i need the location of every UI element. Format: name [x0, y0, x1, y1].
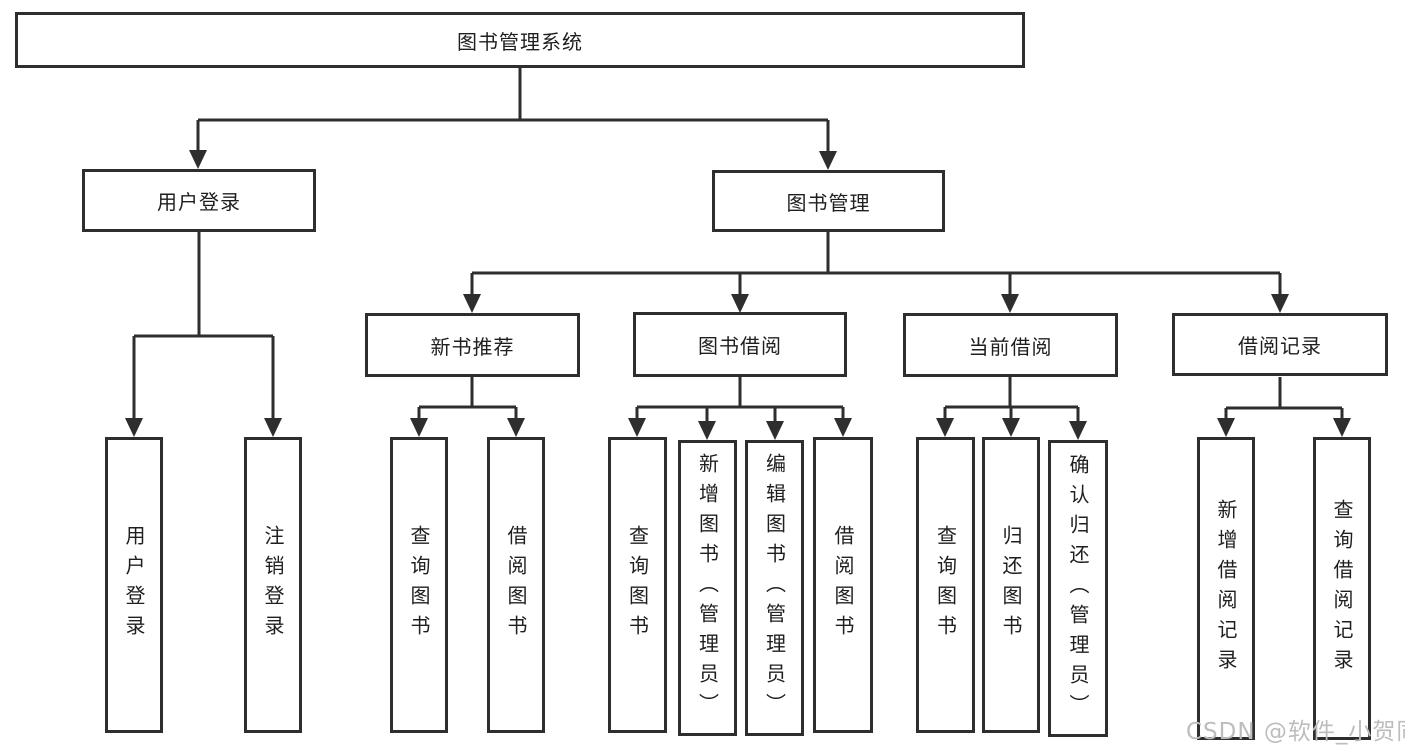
- leaf-br-add-record: 新增借阅记录: [1197, 437, 1255, 740]
- arrowhead: [189, 150, 207, 169]
- leaf-bb-borrow-books: 借阅图书: [813, 437, 873, 733]
- leaf-nbr-borrow-books: 借阅图书: [487, 437, 545, 733]
- leaf-cb-query-books-label: 查询图书: [933, 525, 958, 645]
- node-book-borrowing: 图书借阅: [633, 312, 847, 377]
- node-current-borrowing: 当前借阅: [903, 313, 1118, 377]
- arrowhead: [819, 151, 837, 170]
- edge-borrow-records-to-children: [1217, 377, 1351, 437]
- edge-new-book-rec-to-children: [410, 377, 525, 437]
- node-user-login-label: 用户登录: [157, 190, 241, 214]
- arrowhead: [766, 421, 784, 440]
- leaf-user-login-label: 用户登录: [122, 525, 146, 645]
- node-book-management-label: 图书管理: [786, 190, 871, 215]
- node-new-book-recommend-label: 新书推荐: [430, 334, 515, 359]
- leaf-bb-query-books-label: 查询图书: [625, 525, 650, 645]
- leaf-logout: 注销登录: [244, 437, 302, 733]
- arrowhead: [125, 418, 143, 437]
- leaf-cb-return-books: 归还图书: [982, 437, 1040, 733]
- leaf-br-query-record: 查询借阅记录: [1313, 437, 1371, 740]
- arrowhead: [507, 418, 525, 437]
- edge-book-mgmt-to-children: [463, 232, 1289, 313]
- arrowhead: [264, 418, 282, 437]
- arrowhead: [834, 418, 852, 437]
- leaf-nbr-query-books-label: 查询图书: [407, 525, 431, 645]
- node-current-borrowing-label: 当前借阅: [968, 334, 1053, 359]
- arrowhead: [1217, 418, 1235, 437]
- node-library-system: 图书管理系统: [15, 12, 1025, 68]
- arrowhead: [1271, 294, 1289, 313]
- leaf-br-add-record-label: 新增借阅记录: [1214, 498, 1238, 679]
- node-user-login: 用户登录: [82, 169, 316, 232]
- arrowhead: [731, 294, 749, 313]
- arrowhead: [698, 421, 716, 440]
- leaf-cb-confirm-return-admin-label: 确认归还（管理员）: [1066, 453, 1090, 724]
- leaf-bb-add-books-admin: 新增图书（管理员）: [678, 440, 737, 736]
- arrowhead: [1069, 421, 1087, 440]
- leaf-logout-label: 注销登录: [261, 525, 285, 645]
- arrowhead: [1333, 418, 1351, 437]
- csdn-watermark: CSDN @软件_小贺同学: [1186, 719, 1405, 745]
- node-borrowing-records-label: 借阅记录: [1238, 334, 1322, 358]
- edge-book-borrow-to-children: [628, 377, 852, 440]
- leaf-cb-confirm-return-admin: 确认归还（管理员）: [1048, 440, 1108, 737]
- node-book-borrowing-label: 图书借阅: [698, 334, 782, 358]
- arrowhead: [936, 418, 954, 437]
- leaf-bb-add-books-admin-label: 新增图书（管理员）: [695, 453, 720, 723]
- leaf-bb-borrow-books-label: 借阅图书: [831, 525, 855, 645]
- leaf-user-login: 用户登录: [105, 437, 163, 733]
- node-new-book-recommend: 新书推荐: [365, 313, 580, 377]
- node-book-management: 图书管理: [712, 170, 945, 232]
- node-borrowing-records: 借阅记录: [1172, 313, 1388, 376]
- leaf-bb-edit-books-admin: 编辑图书（管理员）: [745, 440, 804, 736]
- arrowhead: [1002, 418, 1020, 437]
- edge-current-borrow-to-children: [936, 377, 1087, 440]
- leaf-br-query-record-label: 查询借阅记录: [1330, 498, 1354, 679]
- edge-root-to-level2: [189, 68, 837, 170]
- node-library-system-label: 图书管理系统: [457, 29, 583, 54]
- arrowhead: [463, 294, 481, 313]
- leaf-cb-query-books: 查询图书: [916, 437, 975, 733]
- arrowhead: [628, 418, 646, 437]
- arrowhead: [410, 418, 428, 437]
- leaf-bb-query-books: 查询图书: [608, 437, 667, 733]
- edge-user-login-to-children: [125, 232, 282, 437]
- leaf-nbr-borrow-books-label: 借阅图书: [504, 525, 528, 645]
- arrowhead: [1001, 294, 1019, 313]
- leaf-cb-return-books-label: 归还图书: [999, 525, 1023, 645]
- leaf-bb-edit-books-admin-label: 编辑图书（管理员）: [762, 453, 787, 723]
- leaf-nbr-query-books: 查询图书: [390, 437, 448, 733]
